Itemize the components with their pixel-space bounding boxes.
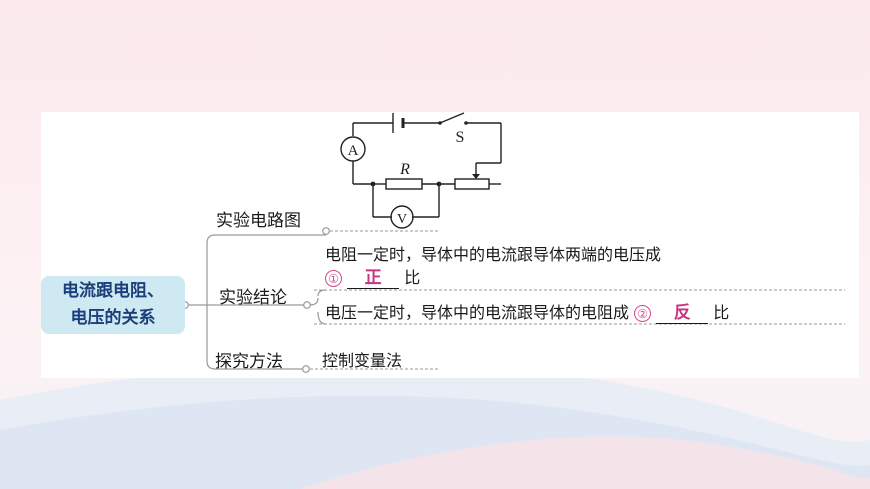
rheostat-symbol <box>454 178 490 190</box>
conclusion-item-1-answer-line: ① 正 比 <box>325 263 420 289</box>
branch-conclusion: 实验结论 <box>219 288 287 308</box>
circuit-diagram: A V S R <box>340 112 502 229</box>
resistor-label: R <box>399 161 410 178</box>
node-dot-conclusion <box>303 301 311 309</box>
connector-upper <box>317 289 327 297</box>
slider-arrowhead <box>472 174 480 179</box>
root-line-1: 电流跟电阻、 <box>62 281 164 301</box>
answer-2: 反 <box>673 303 691 323</box>
marker-1: ① <box>325 270 342 287</box>
conclusion-item-1-text: 电阻一定时，导体中的电流跟导体两端的电压成 <box>325 245 662 264</box>
voltmeter-label: V <box>397 212 407 227</box>
suffix-1: 比 <box>404 268 421 287</box>
voltmeter-symbol <box>390 205 414 229</box>
connector-trunk <box>206 234 306 370</box>
root-node: 电流跟电阻、 电压的关系 <box>41 276 185 334</box>
branch-method: 探究方法 <box>215 352 283 372</box>
switch-contact <box>464 121 468 125</box>
suffix-2: 比 <box>713 303 730 322</box>
junction-dot <box>370 181 376 187</box>
conclusion-item-2-text: 电压一定时，导体中的电流跟导体的电阻成 <box>325 303 630 322</box>
switch-contact <box>438 121 442 125</box>
node-dot-method <box>302 365 310 373</box>
blank-1: 正 <box>347 263 400 289</box>
wave-front <box>300 436 870 489</box>
ammeter-label: A <box>348 143 359 159</box>
method-value: 控制变量法 <box>322 351 403 370</box>
ammeter-symbol <box>340 136 366 162</box>
branch-circuit-diagram: 实验电路图 <box>216 211 301 231</box>
marker-2: ② <box>634 305 652 322</box>
conclusion-item-2-line: 电压一定时，导体中的电流跟导体的电阻成 ② 反 比 <box>325 298 729 324</box>
root-line-2: 电压的关系 <box>70 308 156 328</box>
connector-split <box>309 297 319 306</box>
switch-blade <box>439 112 465 124</box>
answer-1: 正 <box>364 268 382 288</box>
node-dot-circuit <box>322 227 330 235</box>
junction-dot <box>436 181 442 187</box>
resistor-symbol <box>385 178 423 190</box>
blank-2: 反 <box>656 298 709 324</box>
switch-label: S <box>456 129 465 146</box>
